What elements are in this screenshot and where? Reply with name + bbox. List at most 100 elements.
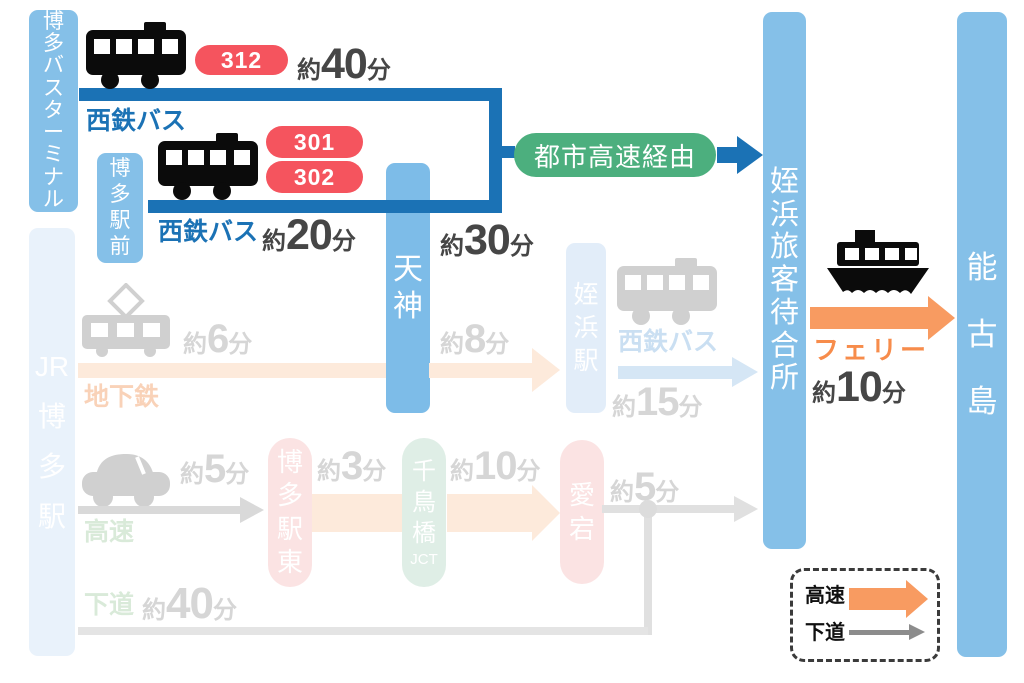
pill-char: 愛 — [568, 480, 595, 510]
time-suffix: 分 — [366, 57, 391, 84]
bar-char: 博 — [43, 9, 64, 33]
bar-hakata-bus-terminal: 博 多 バ ス タ ー ミ ナ ル — [29, 10, 78, 212]
time-value: 3 — [341, 444, 363, 488]
pill-char: 鳥 — [412, 489, 436, 517]
time-value: 6 — [207, 317, 229, 361]
bar-char: ス — [43, 76, 64, 100]
time-value: 15 — [636, 380, 679, 424]
label-kosoku: 高速 — [84, 518, 135, 546]
time-prefix: 約 — [450, 458, 474, 485]
bar-char: 旅 — [769, 231, 799, 264]
bar-jr-hakata: JR 博 多 駅 — [29, 228, 75, 656]
legend-kosoku-label: 高速 — [805, 585, 845, 607]
bus-icon — [86, 22, 186, 90]
ferry-arrow-head — [928, 296, 955, 340]
car-arrow-1-head — [240, 497, 264, 523]
bus-route-connector — [489, 88, 502, 213]
time-prefix: 約 — [262, 228, 286, 255]
time-value: 5 — [634, 465, 656, 509]
time-suffix: 分 — [362, 458, 387, 485]
route-number-badge: 302 — [266, 161, 363, 193]
legend-shitamichi-arrow-head — [909, 624, 925, 640]
bar-char: タ — [43, 98, 64, 122]
time-suffix: 分 — [516, 458, 541, 485]
bus-route-stub — [502, 146, 515, 158]
bar-char: 駅 — [109, 209, 131, 232]
bar-char: 駅 — [37, 501, 66, 532]
label-nishitetsu-bus-1: 西鉄バス — [86, 107, 187, 135]
label-shitamichi: 下道 — [84, 591, 135, 619]
bar-char: 博 — [109, 156, 131, 180]
kosoku-band-1 — [312, 494, 402, 532]
kosoku-band-2-head — [532, 485, 560, 541]
subway-line-2-head — [532, 348, 560, 392]
time-prefix: 約 — [440, 233, 464, 260]
bar-char: 多 — [37, 451, 66, 482]
bar-hakata-ekimae: 博 多 駅 前 — [97, 153, 143, 263]
time-value: 8 — [464, 317, 486, 361]
pill-atago: 愛 宕 — [560, 440, 604, 584]
time-value: 40 — [321, 40, 368, 88]
subway-line-1 — [78, 363, 386, 378]
badge-toshi-kosoku-keiyu: 都市高速経由 — [514, 133, 716, 177]
label-chikatetsu: 地下鉄 — [84, 383, 160, 411]
pill-chidoribashi-jct: 千 鳥 橋 JCT — [402, 438, 446, 587]
route-number: 302 — [293, 163, 336, 190]
bar-char: 能 — [966, 250, 998, 285]
time-prefix: 約 — [612, 394, 636, 421]
shitamichi-junction-node — [639, 500, 657, 518]
bus-meinohama-arrow-head — [732, 357, 758, 387]
kosoku-band-2-shaft — [447, 494, 532, 532]
time-prefix: 約 — [180, 461, 204, 488]
car-icon — [82, 450, 170, 508]
time-value: 30 — [464, 216, 511, 264]
pill-char: 駅 — [276, 513, 303, 544]
bar-char: JR — [34, 351, 70, 382]
badge-label: 都市高速経由 — [533, 141, 696, 172]
pill-hakata-ekihigashi: 博 多 駅 東 — [268, 438, 312, 587]
bar-char: 神 — [393, 290, 423, 323]
bar-char: バ — [43, 54, 64, 78]
legend-shitamichi-arrow-shaft — [849, 630, 909, 635]
time-suffix: 分 — [655, 479, 680, 506]
bar-char: 合 — [769, 329, 799, 362]
bus-meinohama-arrow-shaft — [618, 366, 732, 379]
bar-char: 博 — [37, 401, 66, 432]
legend-shitamichi-label: 下道 — [805, 622, 845, 644]
time-value: 20 — [286, 211, 333, 259]
bar-char: 所 — [769, 362, 799, 395]
time-suffix: 分 — [225, 461, 250, 488]
time-prefix: 約 — [440, 331, 464, 358]
bar-char: 駅 — [573, 346, 599, 375]
bus-icon — [158, 133, 258, 201]
bus-route-line-312 — [79, 88, 502, 101]
bar-meinohama-terminal: 姪 浜 旅 客 待 合 所 — [763, 12, 806, 549]
bar-nokonoshima: 能 古 島 — [957, 12, 1007, 657]
bar-char: ル — [43, 187, 64, 211]
time-suffix: 分 — [331, 228, 356, 255]
legend-kosoku-arrow-shaft — [849, 588, 906, 610]
label-nishitetsu-bus-2: 西鉄バス — [158, 218, 259, 246]
bar-char: 島 — [966, 384, 998, 419]
time-suffix: 分 — [485, 331, 510, 358]
bus-route-line-301 — [148, 200, 502, 213]
time-suffix: 分 — [678, 394, 703, 421]
time-prefix: 約 — [812, 380, 836, 407]
ferry-icon — [827, 230, 929, 304]
bar-char: 前 — [109, 235, 131, 259]
label-ferry: フェリー — [813, 335, 930, 365]
bar-char: 浜 — [573, 313, 599, 342]
pill-char: 橋 — [412, 520, 436, 548]
pill-char: 東 — [276, 546, 303, 577]
route-number-badge: 301 — [266, 126, 363, 158]
time-value: 40 — [166, 579, 214, 628]
time-suffix: 分 — [509, 233, 534, 260]
pill-char: 博 — [276, 447, 303, 478]
